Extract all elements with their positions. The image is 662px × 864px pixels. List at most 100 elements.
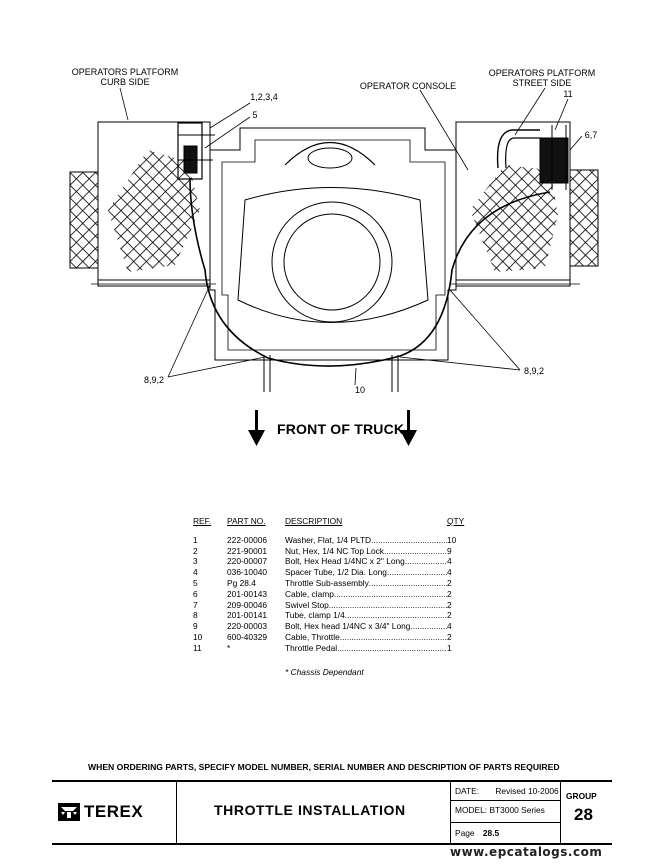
label-ref-892-right: 8,9,2 (523, 366, 545, 376)
row-part-no: 036-10040 (227, 567, 268, 578)
watermark: www.epcatalogs.com (450, 845, 603, 859)
row-ref: 10 (193, 631, 203, 642)
row-qty: 2 (447, 577, 452, 588)
row-part-no: Pg 28.4 (227, 577, 256, 588)
front-of-truck-label: FRONT OF TRUCK (277, 421, 405, 437)
label-operator-console: OPERATOR CONSOLE (359, 81, 457, 91)
row-qty: 10 (447, 534, 457, 545)
row-ref: 2 (193, 545, 198, 556)
left-platform-mesh (108, 150, 200, 272)
operator-console-handle (496, 129, 540, 169)
row-qty: 2 (447, 610, 452, 621)
label-ref-5: 5 (252, 110, 258, 120)
row-ref: 8 (193, 610, 198, 621)
row-description-text: Swivel Stop (285, 599, 329, 610)
row-description: Bolt, Hex head 1/4NC x 3/4" Long........… (285, 621, 447, 632)
right-step (569, 169, 599, 267)
table-row: 10 600-40329 Cable, Throttle..............… (193, 632, 465, 643)
bell-housing (237, 187, 429, 323)
row-description-text: Tube, clamp 1/4 (285, 610, 345, 621)
row-description: Nut, Hex, 1/4 NC Top Lock...............… (285, 545, 447, 556)
label-curb-side: OPERATORS PLATFORM CURB SIDE (71, 67, 179, 87)
row-part-no: 220-00007 (227, 556, 268, 567)
row-description-text: Bolt, Hex head 1/4NC x 3/4" Long (285, 621, 411, 632)
chassis-frame (209, 127, 457, 361)
row-qty: 4 (447, 556, 452, 567)
row-ref: 5 (193, 577, 198, 588)
terex-logo-icon (58, 803, 80, 821)
model-value: BT3000 Series (489, 805, 545, 815)
parts-list-table: REF. PART NO. DESCRIPTION QTY 1 222-00006… (193, 516, 465, 654)
table-row: 2 221-90001 Nut, Hex, 1/4 NC Top Lock.....… (193, 546, 465, 557)
page-title: THROTTLE INSTALLATION (214, 802, 406, 818)
label-ref-1234: 1,2,3,4 (250, 92, 278, 102)
row-qty: 1 (447, 642, 452, 653)
row-part-no: 201-00143 (227, 588, 268, 599)
row-ref: 11 (193, 642, 202, 653)
throttle-cable (189, 177, 551, 367)
row-ref: 3 (193, 556, 198, 567)
label-ref-11: 11 (563, 89, 573, 99)
row-ref: 1 (193, 534, 198, 545)
row-part-no: 220-00003 (227, 621, 268, 632)
front-arrows (248, 410, 417, 446)
row-qty: 4 (447, 621, 452, 632)
row-description: Cable, Throttle.........................… (285, 631, 447, 642)
date-label: DATE: (455, 786, 480, 796)
parts-list-body: 1 222-00006 Washer, Flat, 1/4 PLTD........… (193, 535, 465, 654)
header-description: DESCRIPTION (285, 516, 343, 526)
row-description-text: Bolt, Hex Head 1/4NC x 2" Long (285, 556, 405, 567)
row-ref: 9 (193, 621, 198, 632)
row-part-no: 600-40329 (227, 631, 268, 642)
row-ref: 4 (193, 567, 198, 578)
label-ref-10: 10 (354, 385, 365, 395)
page-label: Page (455, 828, 475, 838)
truck-chassis-drawing (69, 87, 599, 446)
row-description-text: Cable, clamp (285, 588, 334, 599)
row-description-text: Throttle Sub-assembly (285, 577, 369, 588)
row-part-no: 201-00141 (227, 610, 268, 621)
group-label: GROUP (566, 791, 597, 801)
row-part-no: 221-90001 (227, 545, 268, 556)
row-description: Throttle Sub-assembly...................… (285, 577, 447, 588)
right-platform-mesh (470, 165, 558, 272)
row-qty: 4 (447, 567, 452, 578)
header-part-no: PART NO. (227, 516, 266, 526)
model-label: MODEL: (455, 805, 488, 815)
table-row: 8 201-00141 Tube, clamp 1/4...............… (193, 610, 465, 621)
row-description: Cable, clamp............................… (285, 588, 447, 599)
row-part-no: 222-00006 (227, 534, 268, 545)
row-description: Tube, clamp 1/4.........................… (285, 610, 447, 621)
row-description: Washer, Flat, 1/4 PLTD..................… (285, 534, 447, 545)
row-description-text: Cable, Throttle (285, 631, 340, 642)
label-ref-67: 6,7 (584, 130, 598, 140)
row-description: Swivel Stop.............................… (285, 599, 447, 610)
row-ref: 7 (193, 599, 198, 610)
row-description: Throttle Pedal..........................… (285, 642, 447, 653)
header-ref: REF. (193, 516, 212, 526)
table-row: 6 201-00143 Cable, clamp..................… (193, 589, 465, 600)
group-number: 28 (574, 805, 593, 824)
engine-dome (284, 142, 376, 166)
table-row: 5 Pg 28.4 Throttle Sub-assembly...........… (193, 578, 465, 589)
row-ref: 6 (193, 588, 198, 599)
date-value: Revised 10-2006 (495, 786, 559, 796)
label-ref-892-left: 8,9,2 (143, 375, 165, 385)
row-qty: 2 (447, 599, 452, 610)
label-street-side: OPERATORS PLATFORM STREET SIDE (488, 68, 596, 88)
left-step (69, 171, 99, 269)
right-throttle-pedal (539, 137, 569, 184)
parts-list-header: REF. PART NO. DESCRIPTION QTY (193, 516, 465, 527)
chassis-note: * Chassis Dependant (285, 667, 364, 677)
row-qty: 2 (447, 631, 452, 642)
engine-opening (271, 201, 393, 323)
table-row: 3 220-00007 Bolt, Hex Head 1/4NC x 2" Long… (193, 556, 465, 567)
row-description: Bolt, Hex Head 1/4NC x 2" Long..........… (285, 556, 447, 567)
row-part-no: 209-00046 (227, 599, 268, 610)
terex-logo: TEREX (58, 802, 143, 822)
date-field: DATE: Revised 10-2006 (455, 786, 559, 796)
row-description-text: Nut, Hex, 1/4 NC Top Lock (285, 545, 384, 556)
page-value: 28.5 (482, 828, 500, 838)
row-part-no: * (227, 642, 231, 653)
